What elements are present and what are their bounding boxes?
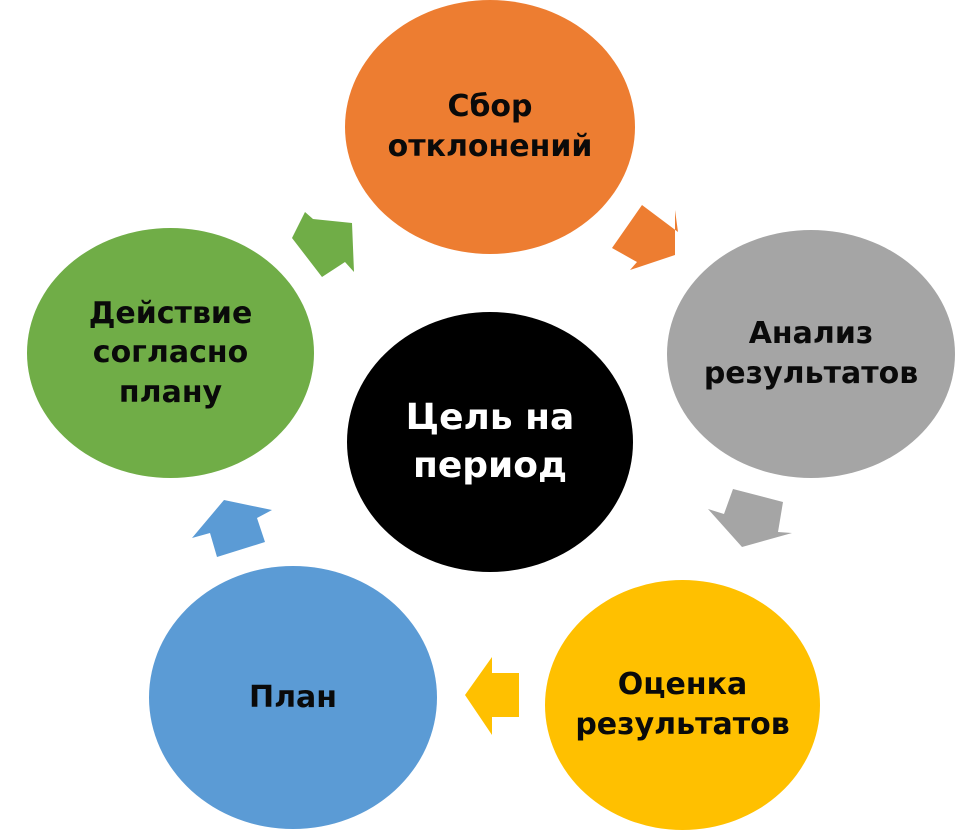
arrow-evaluation-to-plan-icon	[465, 657, 519, 735]
node-action-per-plan: Действие согласно плану	[27, 228, 314, 478]
node-label: Анализ результатов	[703, 316, 919, 391]
node-label: План	[248, 679, 338, 715]
node-collect-deviations: Сбор отклонений	[345, 0, 635, 254]
arrow-collect-to-analysis-icon	[612, 205, 678, 270]
node-plan: План	[149, 566, 437, 829]
node-label: Действие согласно плану	[88, 295, 253, 410]
node-center-goal: Цель на период	[347, 312, 633, 572]
center-label: Цель на период	[405, 397, 575, 486]
node-evaluation-results: Оценка результатов	[545, 580, 820, 830]
node-analysis-results: Анализ результатов	[667, 230, 955, 478]
node-label: Оценка результатов	[575, 667, 790, 742]
arrow-analysis-to-evaluation-icon	[708, 489, 792, 547]
arrow-plan-to-action-icon	[192, 500, 272, 557]
arrow-action-to-collect-icon	[292, 212, 354, 277]
node-label: Сбор отклонений	[387, 89, 593, 164]
